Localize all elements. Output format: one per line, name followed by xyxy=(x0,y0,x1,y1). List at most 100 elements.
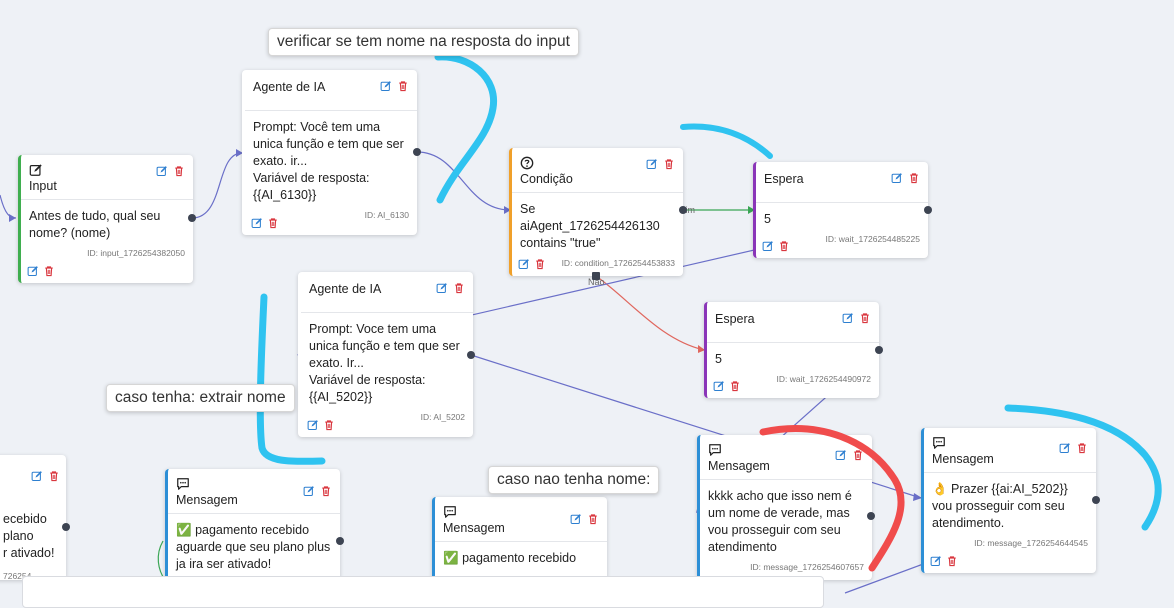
trash-icon[interactable] xyxy=(663,158,675,170)
edit-icon[interactable] xyxy=(570,513,582,525)
message-node[interactable]: Mensagem kkkk acho que isso nem é um nom… xyxy=(697,435,872,580)
output-handle[interactable] xyxy=(1092,496,1100,504)
edit-icon[interactable] xyxy=(835,449,847,461)
wait-node[interactable]: Espera 5 ID: wait_1726254490972 xyxy=(704,302,879,398)
chat-icon xyxy=(177,478,189,490)
edit-icon[interactable] xyxy=(891,172,903,184)
agent-prompt: Prompt: Você tem uma unica função e tem … xyxy=(253,120,404,168)
trash-icon[interactable] xyxy=(534,258,546,270)
node-title: Input xyxy=(29,179,57,193)
trash-icon[interactable] xyxy=(908,172,920,184)
edit-icon[interactable] xyxy=(762,240,774,252)
output-handle[interactable] xyxy=(413,148,421,156)
pencil-square-icon xyxy=(29,164,42,176)
node-body: Se aiAgent_1726254426130 contains "true" xyxy=(512,192,683,256)
node-id: ID: wait_1726254485225 xyxy=(825,234,920,244)
edit-icon[interactable] xyxy=(713,380,725,392)
trash-icon[interactable] xyxy=(323,419,335,431)
node-title: Mensagem xyxy=(708,459,770,473)
trash-icon[interactable] xyxy=(453,282,465,294)
message-text: pagamento recebido aguarde que seu plano… xyxy=(176,523,331,571)
trash-icon[interactable] xyxy=(852,449,864,461)
message-text: ecebido xyxy=(3,512,47,526)
node-title: Espera xyxy=(764,172,804,186)
response-variable-value: {{AI_5202}} xyxy=(309,390,373,404)
wait-value: 5 xyxy=(707,342,879,372)
edit-icon[interactable] xyxy=(156,165,168,177)
edit-icon[interactable] xyxy=(31,470,43,482)
edit-icon[interactable] xyxy=(646,158,658,170)
node-title: Mensagem xyxy=(443,521,505,535)
output-handle[interactable] xyxy=(924,206,932,214)
node-title: Condição xyxy=(520,172,573,186)
edit-icon[interactable] xyxy=(380,80,392,92)
node-id: ID: message_1726254644545 xyxy=(974,538,1088,548)
node-title: Agente de IA xyxy=(253,80,326,94)
output-handle[interactable] xyxy=(188,214,196,222)
input-node[interactable]: Input Antes de tudo, qual seu nome? (nom… xyxy=(18,155,193,283)
trash-icon[interactable] xyxy=(43,265,55,277)
node-id: ID: condition_1726254453833 xyxy=(561,258,675,268)
output-handle-no[interactable] xyxy=(592,272,600,280)
edit-icon[interactable] xyxy=(27,265,39,277)
edit-icon[interactable] xyxy=(307,419,319,431)
output-handle[interactable] xyxy=(679,206,687,214)
trash-icon[interactable] xyxy=(267,217,279,229)
check-mark-icon: ✅ xyxy=(443,551,459,565)
output-handle[interactable] xyxy=(867,512,875,520)
message-text: kkkk acho que isso nem é um nome de vera… xyxy=(700,479,872,560)
trash-icon[interactable] xyxy=(946,555,958,567)
edit-icon[interactable] xyxy=(930,555,942,567)
ai-agent-node[interactable]: Agente de IA Prompt: Você tem uma unica … xyxy=(242,70,417,235)
edit-icon[interactable] xyxy=(1059,442,1071,454)
bottom-panel xyxy=(22,576,824,608)
node-title: Mensagem xyxy=(932,452,994,466)
trash-icon[interactable] xyxy=(320,485,332,497)
message-text: 👌 Prazer {{ai:AI_5202}} vou prosseguir c… xyxy=(924,472,1096,536)
output-handle[interactable] xyxy=(875,346,883,354)
node-title: Agente de IA xyxy=(309,282,382,296)
question-circle-icon xyxy=(520,156,534,170)
trash-icon[interactable] xyxy=(173,165,185,177)
response-variable-label: Variável de resposta: xyxy=(309,373,426,387)
trash-icon[interactable] xyxy=(1076,442,1088,454)
node-title: Espera xyxy=(715,312,755,326)
trash-icon[interactable] xyxy=(778,240,790,252)
node-title: Mensagem xyxy=(176,493,238,507)
annotation-note: verificar se tem nome na resposta do inp… xyxy=(268,28,579,56)
trash-icon[interactable] xyxy=(859,312,871,324)
chat-icon xyxy=(444,506,456,518)
trash-icon[interactable] xyxy=(48,470,60,482)
edit-icon[interactable] xyxy=(842,312,854,324)
edge-label-nao: Não xyxy=(588,277,605,287)
condition-node[interactable]: Condição Se aiAgent_1726254426130 contai… xyxy=(509,148,683,276)
message-text: r ativado! xyxy=(3,546,55,560)
response-variable-label: Variável de resposta: xyxy=(253,171,370,185)
node-body: Antes de tudo, qual seu nome? (nome) xyxy=(21,199,193,246)
trash-icon[interactable] xyxy=(397,80,409,92)
message-node-partial[interactable]: ecebido plano r ativado! 726254 xyxy=(0,455,66,581)
wait-node[interactable]: Espera 5 ID: wait_1726254485225 xyxy=(753,162,928,258)
annotation-note: caso tenha: extrair nome xyxy=(106,384,295,412)
response-variable-value: {{AI_6130}} xyxy=(253,188,317,202)
output-handle[interactable] xyxy=(336,537,344,545)
trash-icon[interactable] xyxy=(587,513,599,525)
message-text: plano xyxy=(3,529,34,543)
output-handle[interactable] xyxy=(467,351,475,359)
check-mark-icon: ✅ xyxy=(176,523,192,537)
message-node[interactable]: Mensagem 👌 Prazer {{ai:AI_5202}} vou pro… xyxy=(921,428,1096,573)
node-id: ID: AI_6130 xyxy=(364,210,409,220)
ai-agent-node[interactable]: Agente de IA Prompt: Voce tem uma unica … xyxy=(298,272,473,437)
edit-icon[interactable] xyxy=(518,258,530,270)
annotation-note: caso nao tenha nome: xyxy=(488,466,660,494)
edit-icon[interactable] xyxy=(436,282,448,294)
message-text: pagamento recebido xyxy=(462,551,577,565)
node-id: ID: input_1726254382050 xyxy=(87,248,185,258)
edge-label-sim: sim xyxy=(681,205,695,215)
output-handle[interactable] xyxy=(62,523,70,531)
agent-prompt: Prompt: Voce tem uma unica função e tem … xyxy=(309,322,460,370)
trash-icon[interactable] xyxy=(729,380,741,392)
edit-icon[interactable] xyxy=(251,217,263,229)
edit-icon[interactable] xyxy=(303,485,315,497)
